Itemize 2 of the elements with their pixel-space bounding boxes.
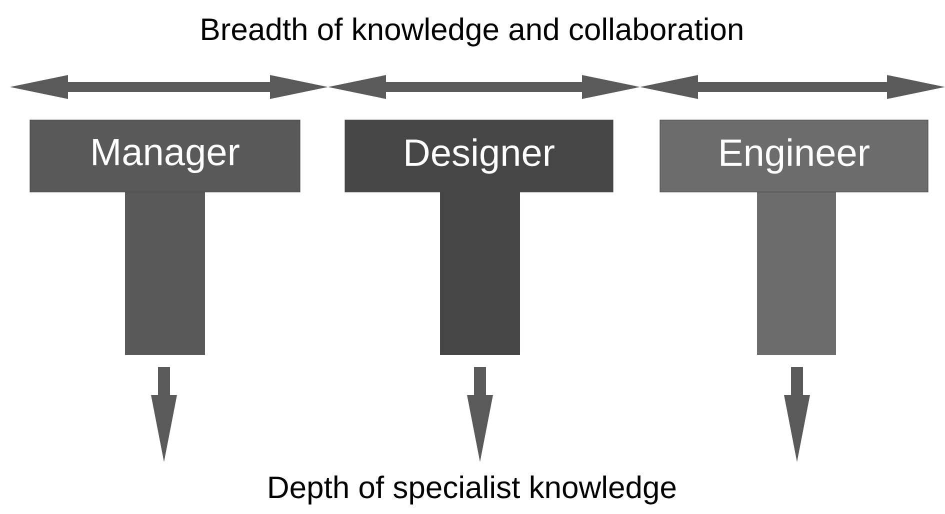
title: Breadth of knowledge and collaboration <box>202 18 742 46</box>
axis-label: Depth of specialist knowledge <box>269 476 676 504</box>
